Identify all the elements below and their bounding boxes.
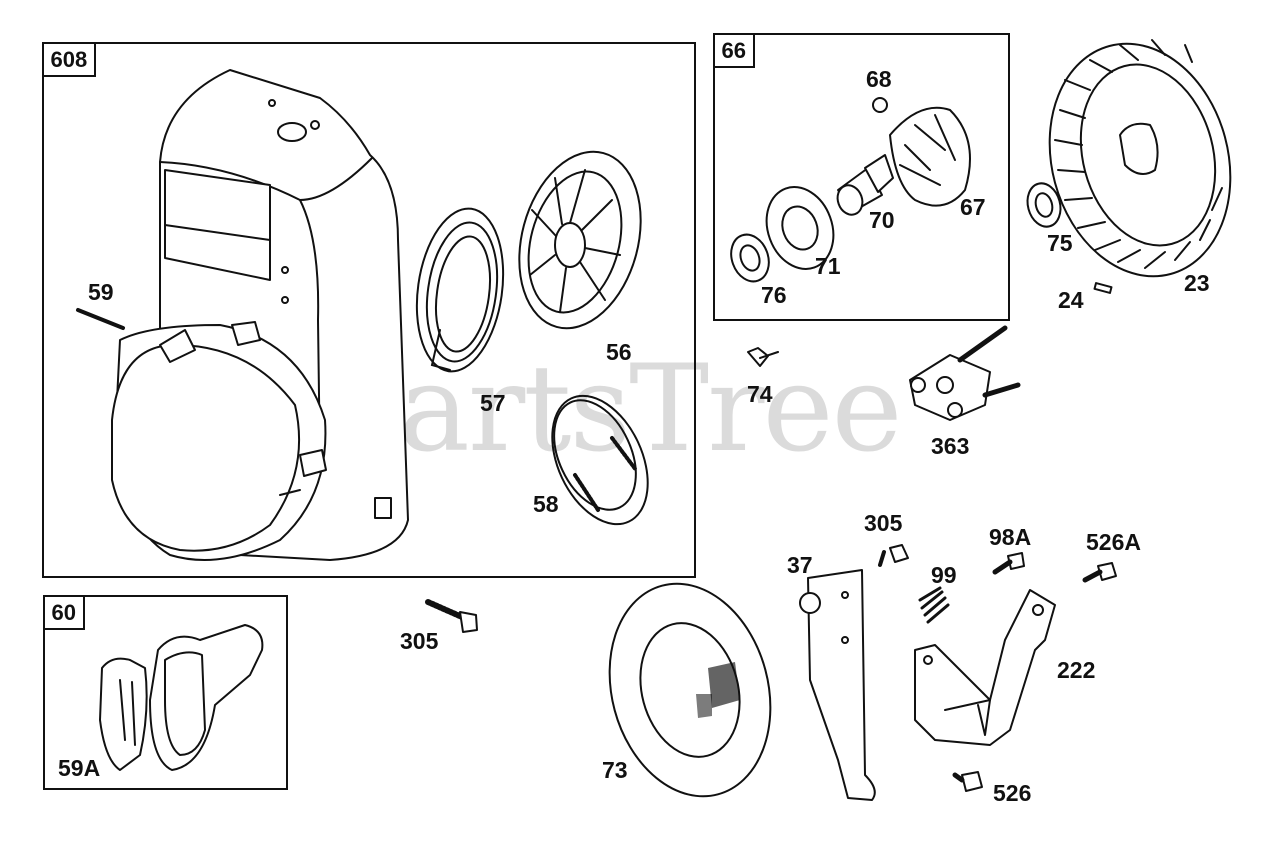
screw-98A-drawing <box>992 552 1025 575</box>
pulley-56-drawing <box>518 150 642 330</box>
screw-305-center-drawing <box>425 599 478 633</box>
washer-75-drawing <box>1026 182 1062 228</box>
spring-99-drawing <box>918 586 950 624</box>
label-305-right: 305 <box>864 510 903 536</box>
cover-plate-73-drawing <box>608 582 772 798</box>
label-56: 56 <box>606 339 632 365</box>
label-76: 76 <box>761 282 787 308</box>
label-59: 59 <box>88 279 114 305</box>
label-70: 70 <box>869 207 895 233</box>
screw-526A-drawing <box>1082 562 1117 583</box>
pin-59-drawing <box>76 308 125 330</box>
bracket-363-drawing <box>909 325 1021 421</box>
label-67: 67 <box>960 194 986 220</box>
label-75: 75 <box>1047 230 1073 256</box>
label-68: 68 <box>866 66 892 92</box>
label-57: 57 <box>480 390 506 416</box>
clip-58-drawing <box>551 394 649 526</box>
label-24: 24 <box>1058 287 1084 313</box>
label-71: 71 <box>815 253 841 279</box>
label-58: 58 <box>533 491 559 517</box>
label-98A: 98A <box>989 524 1032 550</box>
label-363: 363 <box>931 433 970 459</box>
label-526A: 526A <box>1086 529 1141 555</box>
box-608: 608 <box>41 41 696 578</box>
label-99: 99 <box>931 562 957 588</box>
box-66: 66 <box>712 32 1010 321</box>
label-222: 222 <box>1057 657 1096 683</box>
box-60: 60 <box>42 594 288 790</box>
key-24-drawing <box>1093 282 1113 294</box>
label-37: 37 <box>787 552 813 578</box>
handle-60-drawing <box>99 624 264 771</box>
label-23: 23 <box>1184 270 1210 296</box>
box-608-tag: 608 <box>41 41 97 77</box>
screw-526-drawing <box>952 771 983 792</box>
label-305-center: 305 <box>400 628 439 654</box>
box-66-tag: 66 <box>712 32 755 68</box>
label-526: 526 <box>993 780 1032 806</box>
flywheel-23-drawing <box>1048 39 1232 278</box>
label-73: 73 <box>602 757 628 783</box>
box-60-tag: 60 <box>42 594 85 630</box>
label-74: 74 <box>747 381 773 407</box>
screw-305-right-drawing <box>878 544 909 567</box>
screw-74-drawing <box>747 347 779 367</box>
spring-57-drawing <box>415 207 505 373</box>
label-59A: 59A <box>58 755 101 781</box>
plate-37-drawing <box>799 569 876 801</box>
clutch-group-66-drawing <box>730 97 971 283</box>
bracket-222-drawing <box>914 589 1056 746</box>
blower-housing-drawing <box>111 69 409 561</box>
